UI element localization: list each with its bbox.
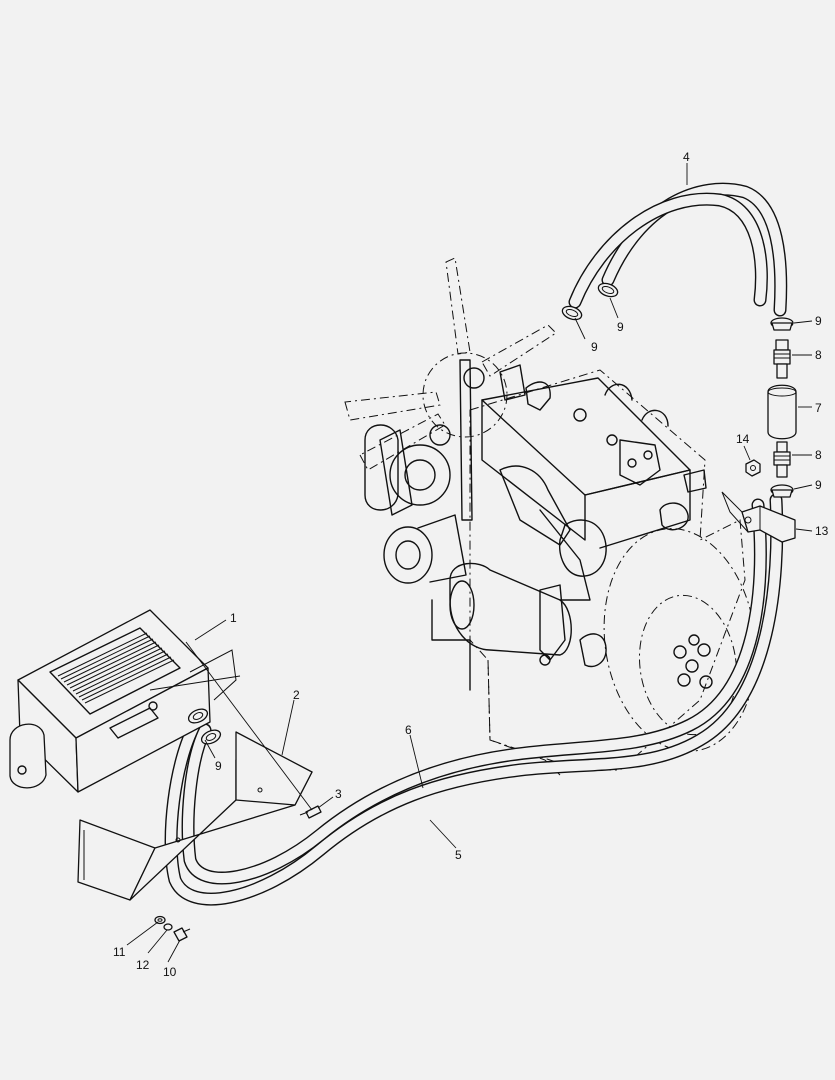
hose-fitting-8-top — [775, 339, 789, 351]
cover-nut — [573, 408, 587, 422]
callout-9-hose-right: 9 — [617, 320, 624, 334]
fan-blade — [344, 391, 441, 421]
cover-nut — [606, 434, 618, 446]
callout-12: 12 — [136, 958, 150, 972]
hex-nut-14 — [745, 459, 761, 477]
water-outlet — [463, 367, 485, 389]
heater-blower-motor — [9, 723, 47, 789]
heater-flange — [189, 649, 237, 701]
hose-5 — [181, 498, 767, 885]
hose-clamp-heater-2 — [200, 729, 222, 745]
callout-3: 3 — [335, 787, 342, 801]
oil-filter-body — [417, 514, 467, 583]
oil-filter — [383, 526, 433, 584]
screw-3 — [299, 805, 322, 819]
callout-9-filter-top: 9 — [815, 314, 822, 328]
heater-front — [75, 667, 211, 793]
callout-9-heater: 9 — [215, 759, 222, 773]
sensor-housing — [499, 364, 526, 401]
hose-clamp-heater-1 — [187, 708, 209, 724]
idler-pulley — [429, 424, 451, 446]
id-plate — [683, 469, 707, 493]
callout-14: 14 — [736, 432, 750, 446]
hose-4-upper — [568, 182, 788, 317]
heater-flange-edge — [149, 675, 241, 691]
exhaust-flange — [558, 519, 607, 577]
heater-knob — [148, 701, 158, 711]
callout-6: 6 — [405, 723, 412, 737]
callout-1: 1 — [230, 611, 237, 625]
hose-clamp-upper-right — [597, 282, 619, 298]
lifting-eye — [604, 383, 633, 401]
block-edge — [431, 599, 471, 641]
crank-pulley — [389, 444, 451, 506]
valve-cover-side — [481, 399, 586, 541]
fan-hub — [422, 352, 508, 438]
hose-bracket-13 — [721, 491, 796, 543]
callout-8-top: 8 — [815, 348, 822, 362]
flywheel-bolt — [677, 673, 691, 687]
belt — [379, 429, 413, 516]
heater-grille — [57, 632, 175, 704]
callout-labels: 1 2 3 4 5 6 7 8 8 9 9 9 9 9 10 11 12 13 … — [113, 150, 829, 979]
starter-end-cap — [449, 580, 475, 630]
hose-clamp-upper-left — [561, 305, 583, 321]
lifting-eye — [641, 409, 669, 427]
thermostat-housing — [619, 439, 661, 486]
bracket-upright — [235, 731, 313, 806]
valve-cover-front — [584, 469, 691, 549]
callout-4: 4 — [683, 150, 690, 164]
leader-lines — [126, 163, 813, 963]
hose-5-6-lower — [164, 493, 784, 906]
callout-9-filter-bottom: 9 — [815, 478, 822, 492]
callout-11: 11 — [113, 945, 126, 959]
manifold-runner — [539, 509, 591, 601]
flywheel-bolt — [673, 645, 687, 659]
callout-8-bottom: 8 — [815, 448, 822, 462]
flywheel — [638, 594, 738, 736]
callout-5: 5 — [455, 848, 462, 862]
inline-filter-stack — [767, 317, 797, 498]
fan-blade — [481, 324, 557, 377]
washer-11 — [154, 915, 166, 925]
lock-washer-12 — [163, 923, 173, 931]
fan-blade — [445, 257, 471, 355]
flywheel-bolt — [697, 643, 711, 657]
crank-pulley-hub — [404, 459, 436, 491]
callout-7: 7 — [815, 401, 822, 415]
oil-filter-face — [395, 540, 421, 570]
engine-block-outline — [469, 369, 746, 771]
callout-9-hose-left: 9 — [591, 340, 598, 354]
heater-unit-1 — [9, 609, 241, 793]
callout-2: 2 — [293, 688, 300, 702]
solenoid-terminal — [539, 654, 551, 666]
bolt — [643, 450, 653, 460]
flywheel-bolt — [688, 634, 700, 646]
hose-6 — [164, 493, 784, 906]
water-pump — [364, 424, 399, 511]
heater-grille-frame — [49, 627, 181, 715]
engine-mount — [579, 633, 607, 668]
hose-fitting-8-bottom — [773, 451, 791, 466]
inline-filter-7 — [767, 384, 797, 440]
intake-manifold — [499, 465, 571, 546]
block-plug — [659, 502, 689, 531]
callout-13: 13 — [815, 524, 829, 538]
engine-assembly — [344, 257, 757, 776]
starter-motor — [449, 562, 572, 656]
blower-shaft — [17, 765, 27, 775]
flywheel-bolt — [685, 659, 699, 673]
dipstick-tube — [459, 359, 473, 521]
heater-switch — [109, 707, 159, 739]
mounting-bracket-2 — [77, 731, 313, 901]
bolt — [627, 458, 637, 468]
starter-solenoid — [539, 584, 566, 661]
flywheel-bolt — [699, 675, 713, 689]
callout-10: 10 — [163, 965, 177, 979]
bolt-10 — [173, 927, 191, 942]
oil-filler-cap — [525, 381, 551, 411]
